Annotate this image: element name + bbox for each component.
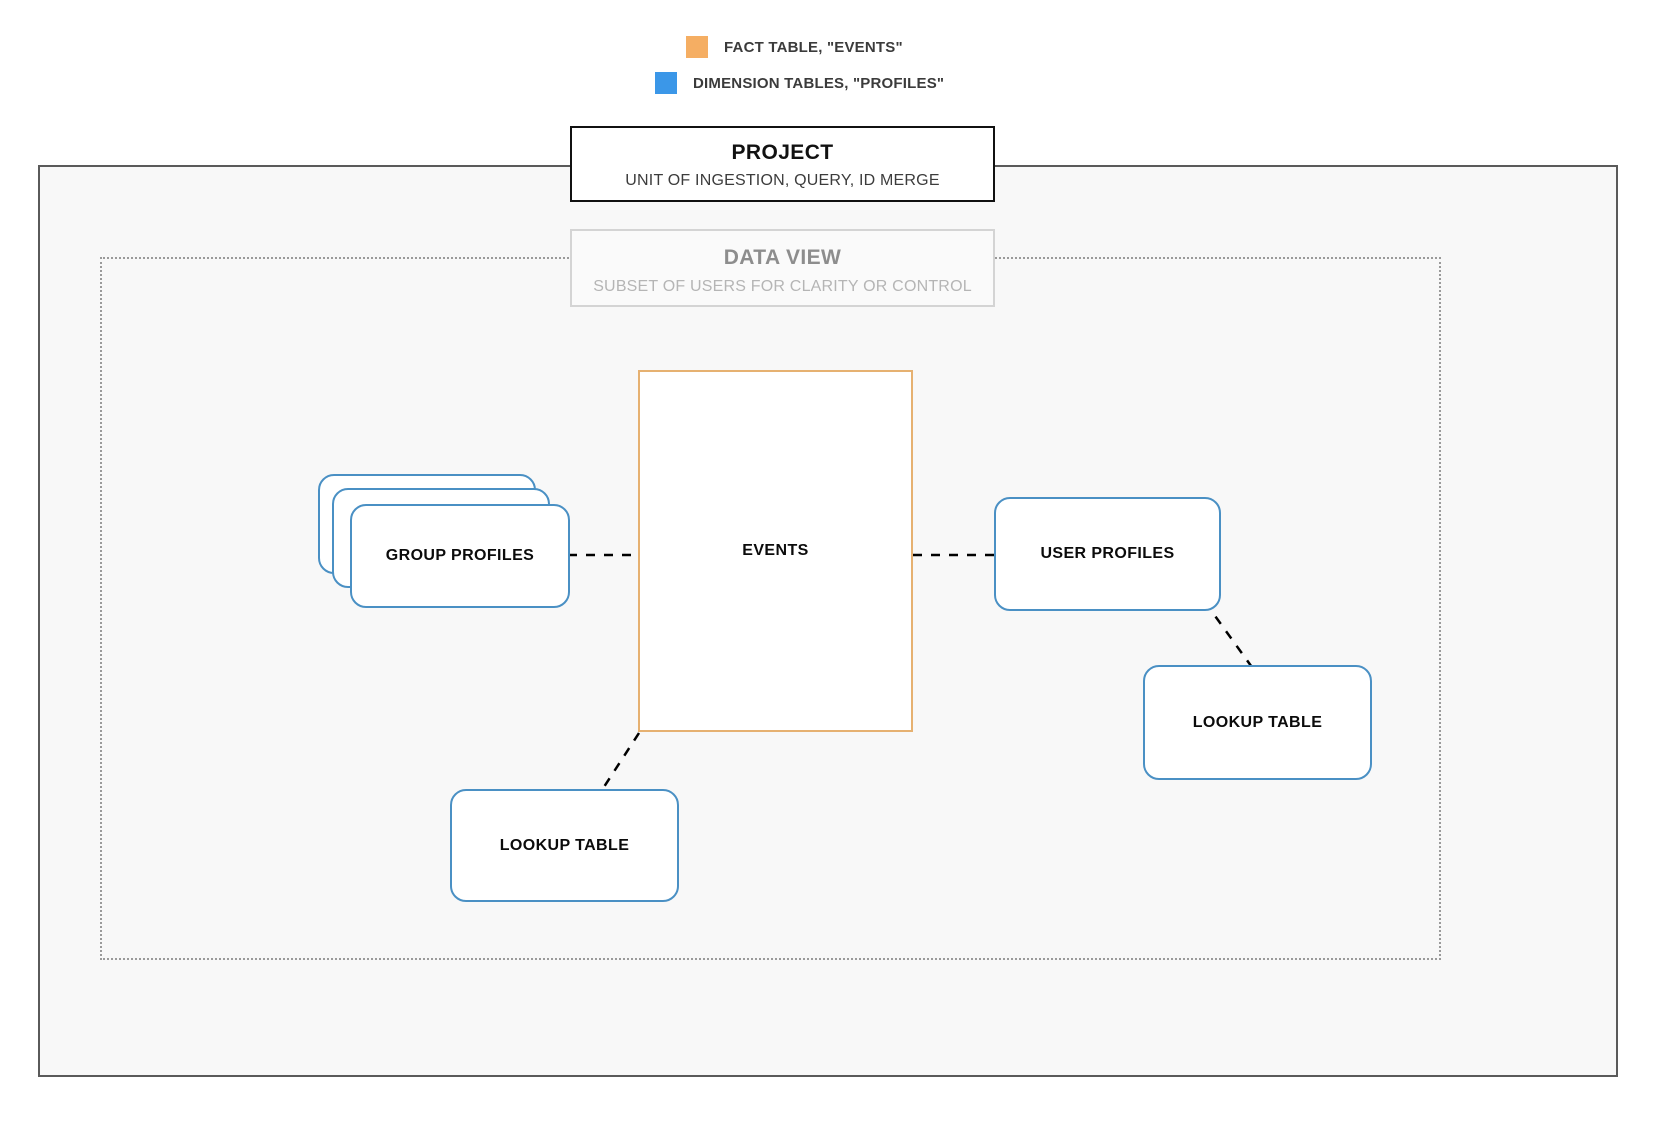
node-label-user-profiles: USER PROFILES	[1040, 545, 1175, 562]
node-label-group-profiles: GROUP PROFILES	[385, 547, 535, 564]
node-user-profiles[interactable]: USER PROFILES	[994, 497, 1221, 611]
data-view-label-box: DATA VIEW SUBSET OF USERS FOR CLARITY OR…	[570, 229, 995, 307]
legend-label-dimension-tables: DIMENSION TABLES, "PROFILES"	[693, 74, 945, 92]
node-label-lookup-table-right: LOOKUP TABLE	[1192, 713, 1323, 731]
data-view-subtitle: SUBSET OF USERS FOR CLARITY OR CONTROL	[593, 278, 972, 295]
node-group-profiles[interactable]: GROUP PROFILES	[318, 474, 572, 610]
node-events[interactable]: EVENTS	[638, 370, 913, 732]
group-profiles-card-front[interactable]: GROUP PROFILES	[350, 504, 570, 608]
node-label-lookup-table-left: LOOKUP TABLE	[499, 836, 630, 854]
legend-item-fact-table: FACT TABLE, "EVENTS"	[686, 36, 903, 58]
project-label-box: PROJECT UNIT OF INGESTION, QUERY, ID MER…	[570, 126, 995, 202]
data-view-title: DATA VIEW	[723, 246, 842, 269]
fact-table-swatch-icon	[686, 36, 708, 58]
legend-item-dimension-tables: DIMENSION TABLES, "PROFILES"	[655, 72, 944, 94]
node-lookup-table-left[interactable]: LOOKUP TABLE	[450, 789, 679, 902]
project-title: PROJECT	[731, 141, 834, 164]
legend-label-fact-table: FACT TABLE, "EVENTS"	[724, 38, 903, 56]
dimension-tables-swatch-icon	[655, 72, 677, 94]
project-subtitle: UNIT OF INGESTION, QUERY, ID MERGE	[625, 172, 940, 189]
node-label-events: EVENTS	[742, 542, 809, 559]
node-lookup-table-right[interactable]: LOOKUP TABLE	[1143, 665, 1372, 780]
